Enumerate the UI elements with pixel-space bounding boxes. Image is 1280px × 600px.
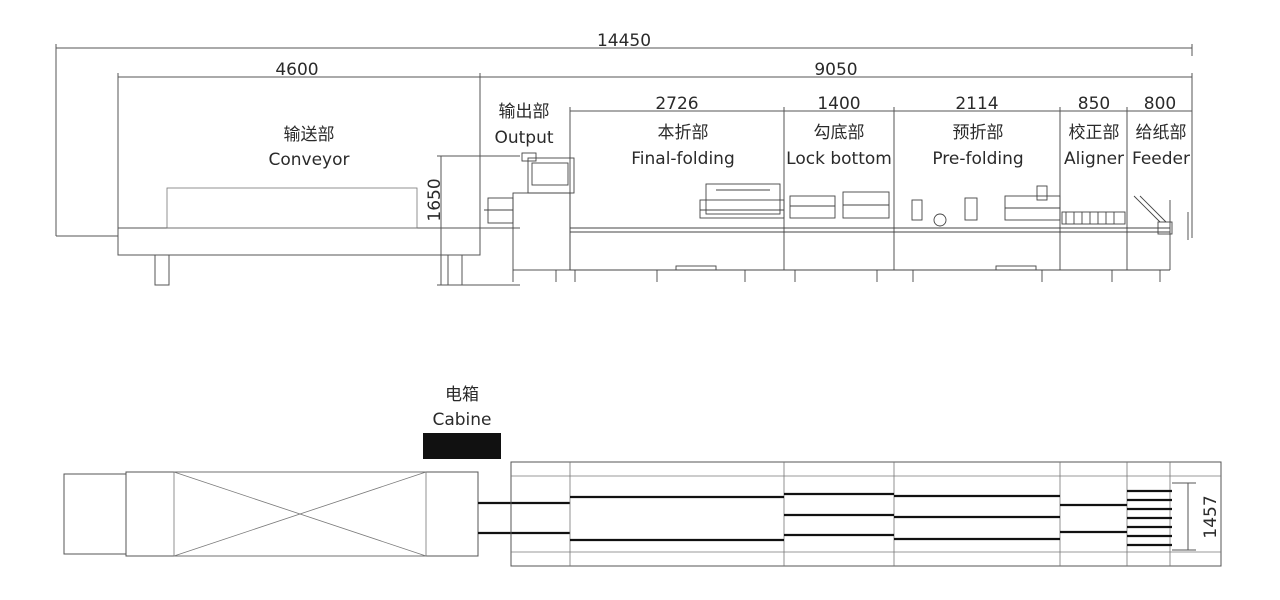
label-pre-folding-en: Pre-folding bbox=[932, 149, 1023, 169]
label-lock-bottom-cn: 勾底部 bbox=[814, 123, 865, 143]
label-cabinet-cn: 电箱 bbox=[445, 385, 479, 405]
dim-aligner: 850 bbox=[1078, 94, 1110, 114]
dim-conveyor: 4600 bbox=[275, 60, 318, 80]
label-aligner-en: Aligner bbox=[1064, 149, 1124, 169]
dim-final-folding: 2726 bbox=[655, 94, 698, 114]
label-final-folding-cn: 本折部 bbox=[658, 123, 709, 143]
electrical-cabinet bbox=[423, 433, 501, 459]
dim-total: 14450 bbox=[597, 31, 651, 51]
dimension-lines bbox=[55, 44, 1193, 286]
label-cabinet-en: Cabine bbox=[432, 410, 491, 430]
dim-pre-folding: 2114 bbox=[955, 94, 998, 114]
label-final-folding-en: Final-folding bbox=[631, 149, 735, 169]
side-view bbox=[56, 152, 1189, 286]
label-feeder-cn: 给纸部 bbox=[1136, 123, 1187, 143]
label-aligner-cn: 校正部 bbox=[1069, 123, 1120, 143]
label-conveyor-en: Conveyor bbox=[268, 150, 349, 170]
dim-height: 1650 bbox=[425, 178, 445, 221]
label-feeder-en: Feeder bbox=[1132, 149, 1190, 169]
label-output-en: Output bbox=[494, 128, 553, 148]
label-pre-folding-cn: 预折部 bbox=[953, 123, 1004, 143]
dim-width: 1457 bbox=[1201, 495, 1221, 538]
label-conveyor-cn: 输送部 bbox=[284, 125, 335, 145]
dim-feeder: 800 bbox=[1144, 94, 1176, 114]
dim-lock-bottom: 1400 bbox=[817, 94, 860, 114]
label-output-cn: 输出部 bbox=[499, 102, 550, 122]
plan-view bbox=[63, 461, 1222, 567]
label-lock-bottom-en: Lock bottom bbox=[786, 149, 892, 169]
dim-machine: 9050 bbox=[814, 60, 857, 80]
